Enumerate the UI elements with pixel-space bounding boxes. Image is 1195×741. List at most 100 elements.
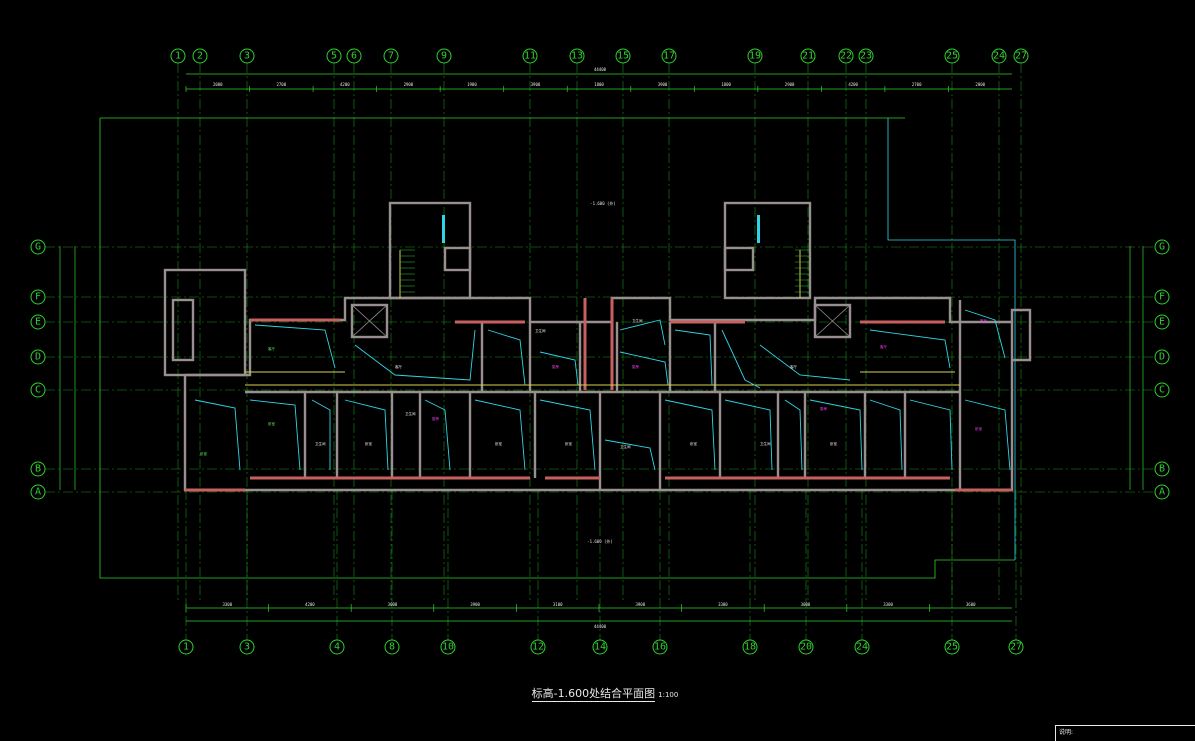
- grid-bubble-top: 22: [838, 48, 854, 64]
- grid-bubble-top: 6: [346, 48, 362, 64]
- dimension-label: 3900: [635, 602, 645, 607]
- svg-text:6: 6: [351, 51, 357, 62]
- room-label: 卧室: [830, 441, 838, 446]
- room-label: 卫生间: [405, 411, 416, 416]
- dimension-label: 3000: [801, 602, 811, 607]
- room-label: 卧室: [200, 451, 207, 456]
- dimension-label: 3300: [718, 602, 728, 607]
- dimension-label: 3900: [658, 82, 668, 87]
- grid-bubble-top: 5: [326, 48, 342, 64]
- grid-bubble-top: 1: [170, 48, 186, 64]
- svg-text:F: F: [1159, 292, 1165, 303]
- grid-bubble-right: G: [1154, 239, 1170, 255]
- svg-text:C: C: [35, 385, 41, 396]
- grid-bubble-top: 17: [661, 48, 677, 64]
- drawing-title-text: 标高-1.600处结合平面图: [531, 687, 656, 702]
- room-label: 卧室: [565, 441, 573, 446]
- grid-bubble-left: F: [30, 289, 46, 305]
- dimension-label: 3000: [388, 602, 398, 607]
- svg-text:B: B: [35, 464, 41, 475]
- room-label: 卫生间: [632, 318, 643, 323]
- room-label: 卧室: [495, 441, 503, 446]
- room-label: 卧室: [975, 426, 983, 431]
- grid-bubble-top: 2: [192, 48, 208, 64]
- title-block: 说明:: [1055, 725, 1195, 741]
- room-label: 厨房: [820, 406, 828, 411]
- svg-text:10: 10: [442, 642, 454, 653]
- dimension-label: 2700: [276, 82, 286, 87]
- exterior-wall-segments: [185, 298, 1012, 492]
- svg-text:24: 24: [856, 642, 868, 653]
- grid-bubble-top: 13: [569, 48, 585, 64]
- svg-text:A: A: [1159, 487, 1165, 498]
- title-block-note: 说明:: [1059, 729, 1074, 736]
- grid-bubble-top: 23: [858, 48, 874, 64]
- room-label: 厨房: [632, 364, 640, 369]
- dimension-label: 2900: [404, 82, 414, 87]
- grid-bubble-right: D: [1154, 349, 1170, 365]
- grid-bubble-top: 9: [436, 48, 452, 64]
- svg-text:25: 25: [946, 642, 958, 653]
- svg-text:24: 24: [993, 51, 1005, 62]
- room-labels: 客厅 卧室 卧室 卫生间 卧室 卫生间 厨房 卧室 卧室 卫生间 卧室 卫生间 …: [200, 318, 988, 456]
- svg-text:3: 3: [244, 642, 250, 653]
- svg-text:D: D: [35, 352, 41, 363]
- svg-text:1: 1: [175, 51, 181, 62]
- grid-bubble-bottom: 20: [798, 639, 814, 655]
- grid-bubble-bottom: 12: [530, 639, 546, 655]
- dimension-label: 4200: [848, 82, 858, 87]
- svg-text:19: 19: [749, 51, 761, 62]
- svg-text:21: 21: [802, 51, 814, 62]
- site-boundary: [99, 117, 1016, 579]
- svg-text:20: 20: [800, 642, 812, 653]
- grid-bubble-bottom: 10: [440, 639, 456, 655]
- room-label: 厨房: [552, 364, 560, 369]
- svg-text:E: E: [1159, 317, 1165, 328]
- dimension-label: 2700: [912, 82, 922, 87]
- room-label: 卫生间: [760, 441, 771, 446]
- svg-text:G: G: [1159, 242, 1165, 253]
- svg-text:A: A: [35, 487, 41, 498]
- grid-bubble-right: A: [1154, 484, 1170, 500]
- dimension-label: 2900: [785, 82, 795, 87]
- grid-bubble-bottom: 14: [592, 639, 608, 655]
- room-label: 客厅: [790, 364, 798, 369]
- svg-text:17: 17: [663, 51, 675, 62]
- svg-text:E: E: [35, 317, 41, 328]
- elevation-markers: -1.600 (外) -1.600 (外): [587, 200, 616, 544]
- svg-text:15: 15: [617, 51, 629, 62]
- svg-text:C: C: [1159, 385, 1165, 396]
- grid-bubble-top: 15: [615, 48, 631, 64]
- grid-bubble-bottom: 1: [178, 639, 194, 655]
- svg-text:16: 16: [654, 642, 666, 653]
- pipe-lines: [194, 215, 1011, 471]
- dimension-label: 3600: [966, 602, 976, 607]
- dimension-label: 1900: [467, 82, 477, 87]
- svg-text:14: 14: [594, 642, 606, 653]
- grid-bubble-right: F: [1154, 289, 1170, 305]
- svg-text:8: 8: [389, 642, 395, 653]
- room-label: 客厅: [268, 346, 276, 351]
- grid-bubble-left: C: [30, 382, 46, 398]
- svg-text:22: 22: [840, 51, 852, 62]
- dimension-label: 1800: [594, 82, 604, 87]
- grid-bubble-left: D: [30, 349, 46, 365]
- elevation-top: -1.600 (外): [590, 200, 616, 206]
- dimension-label: 3900: [470, 602, 480, 607]
- grid-bubble-bottom: 25: [944, 639, 960, 655]
- dimension-segments: 2000 2700 4200 2900 1900 3900 1800 3900 1800 2900…: [185, 82, 986, 612]
- svg-text:12: 12: [532, 642, 544, 653]
- grid-bubble-top: 25: [944, 48, 960, 64]
- dimension-label: 4200: [305, 602, 315, 607]
- room-label: 厨房: [432, 416, 440, 421]
- stair-treads: [400, 249, 810, 293]
- svg-text:18: 18: [744, 642, 756, 653]
- svg-text:27: 27: [1015, 51, 1027, 62]
- dimension-label: 2000: [975, 82, 985, 87]
- dimension-label: 1800: [721, 82, 731, 87]
- svg-text:27: 27: [1010, 642, 1022, 653]
- svg-text:7: 7: [388, 51, 394, 62]
